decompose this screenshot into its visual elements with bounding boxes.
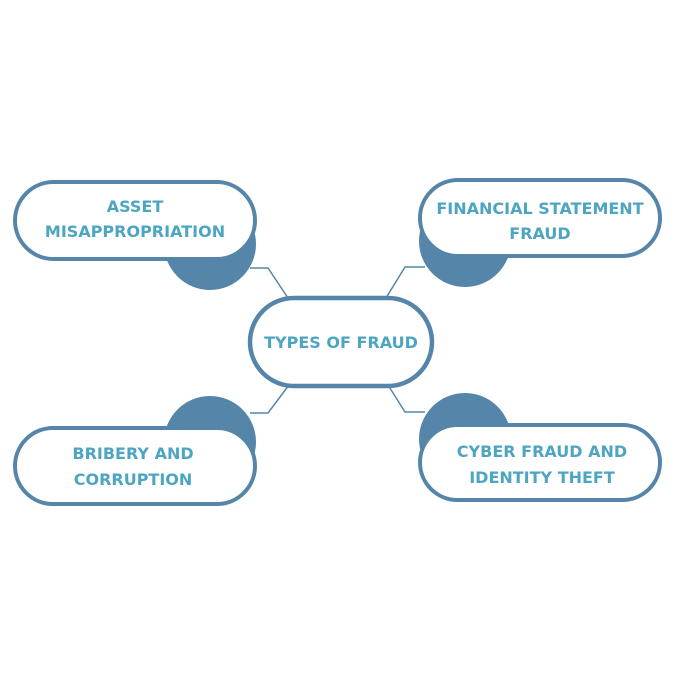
node-label-line: BRIBERY AND [72, 444, 193, 463]
node-financial-statement-fraud: FINANCIAL STATEMENT FRAUD [418, 178, 662, 258]
node-bribery-corruption: BRIBERY AND CORRUPTION [13, 426, 257, 506]
node-label-line: FRAUD [509, 224, 570, 243]
node-asset-misappropriation: ASSET MISAPPROPRIATION [13, 180, 257, 261]
node-cyber-fraud-identity-theft: CYBER FRAUD AND IDENTITY THEFT [418, 423, 662, 502]
node-label-line: CORRUPTION [74, 470, 193, 489]
connector-financial [385, 266, 425, 299]
node-label-line: FINANCIAL STATEMENT [436, 199, 643, 218]
center-label: TYPES OF FRAUD [264, 333, 418, 352]
node-label-line: CYBER FRAUD AND [457, 442, 627, 461]
connector-cyber [387, 384, 425, 413]
node-label-line: MISAPPROPRIATION [45, 222, 225, 241]
center-node-types-of-fraud: TYPES OF FRAUD [247, 295, 435, 389]
connector-bribery [250, 384, 290, 414]
node-label-line: IDENTITY THEFT [469, 468, 615, 487]
connector-asset [250, 267, 289, 299]
node-label-line: ASSET [107, 197, 164, 216]
